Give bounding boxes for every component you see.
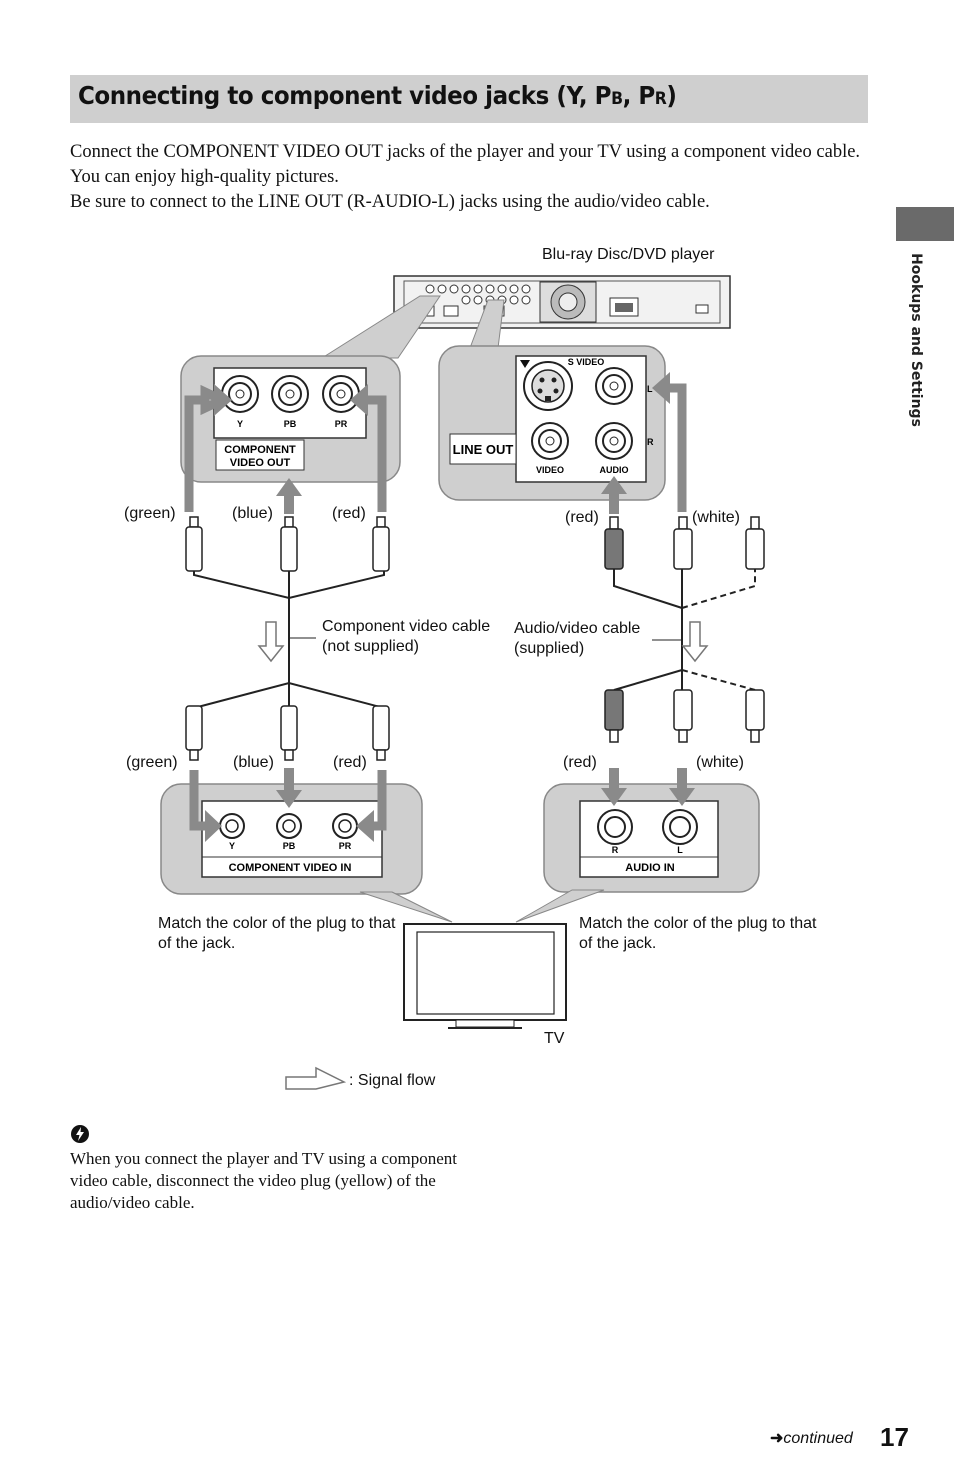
bluray-player xyxy=(393,275,731,329)
audio-in-panel: R L AUDIO IN xyxy=(515,783,760,923)
title-sub-b: B xyxy=(611,89,623,109)
line-l-label: L xyxy=(647,384,653,394)
top-label-blue: (blue) xyxy=(232,505,273,522)
page-number: 17 xyxy=(880,1422,909,1452)
bottom-label-av-red: (red) xyxy=(563,754,597,771)
component-cable xyxy=(193,571,385,709)
audio-in-l-label: L xyxy=(677,845,683,855)
in-jack-pr-label: PR xyxy=(339,841,352,851)
title-sep: , P xyxy=(622,81,656,110)
in-jack-y-label: Y xyxy=(229,841,235,851)
title-end: ) xyxy=(666,81,677,110)
out-jack-pb-label: PB xyxy=(284,419,297,429)
line-r-label: R xyxy=(647,437,654,447)
in-jack-pb-label: PB xyxy=(283,841,296,851)
top-label-av-red: (red) xyxy=(565,509,599,526)
component-in-caption: COMPONENT VIDEO IN xyxy=(229,862,352,874)
out-jack-pr-label: PR xyxy=(335,419,348,429)
bottom-label-green: (green) xyxy=(126,754,178,771)
hint-text: When you connect the player and TV using… xyxy=(70,1149,457,1212)
signal-flow-legend-arrow xyxy=(285,1066,347,1090)
tv-label: TV xyxy=(544,1030,565,1047)
signal-arrows-top xyxy=(184,372,687,514)
bottom-label-red: (red) xyxy=(333,754,367,771)
av-cable xyxy=(613,569,756,691)
video-jack-label: VIDEO xyxy=(536,465,564,475)
arrow-right-icon: ➜ xyxy=(770,1430,784,1447)
bottom-label-blue: (blue) xyxy=(233,754,274,771)
side-tab-marker xyxy=(896,207,954,241)
av-cable-bottom-plugs xyxy=(604,689,765,743)
intro-paragraph-1: Connect the COMPONENT VIDEO OUT jacks of… xyxy=(70,142,861,187)
continued-note: ➜continued xyxy=(770,1428,853,1448)
signal-flow-label: : Signal flow xyxy=(349,1072,436,1089)
audio-in-caption: AUDIO IN xyxy=(625,862,675,874)
bottom-label-av-white: (white) xyxy=(696,754,745,771)
component-flow-arrow xyxy=(257,621,285,663)
hint-icon xyxy=(71,1125,89,1143)
title-main: Connecting to component video jacks (Y, … xyxy=(78,81,612,110)
continued-text: continued xyxy=(783,1430,853,1447)
out-caption-1: COMPONENT xyxy=(224,444,296,456)
av-cable-top-plugs xyxy=(604,516,765,570)
audio-in-r-label: R xyxy=(612,845,619,855)
line-out-panel: S VIDEO L R VIDEO AUDIO LINE OUT xyxy=(438,299,666,501)
component-cable-bottom-plugs xyxy=(185,705,390,761)
line-out-label: LINE OUT xyxy=(453,442,514,457)
player-label: Blu-ray Disc/DVD player xyxy=(542,246,715,263)
section-heading-bar: Connecting to component video jacks (Y, … xyxy=(70,75,868,123)
top-label-red: (red) xyxy=(332,505,366,522)
signal-arrows-bottom xyxy=(189,768,695,842)
s-video-label: S VIDEO xyxy=(568,357,605,367)
av-flow-arrow xyxy=(681,621,709,663)
top-label-green: (green) xyxy=(124,505,176,522)
top-label-av-white: (white) xyxy=(692,509,741,526)
intro-text: Connect the COMPONENT VIDEO OUT jacks of… xyxy=(70,140,880,215)
component-cable-label: Component video cable (not supplied) xyxy=(322,618,491,655)
audio-jack-label: AUDIO xyxy=(600,465,629,475)
section-title: Connecting to component video jacks (Y, … xyxy=(78,81,677,110)
intro-paragraph-2: Be sure to connect to the LINE OUT (R-AU… xyxy=(70,192,710,212)
av-cable-label: Audio/video cable (supplied) xyxy=(514,620,641,657)
match-note-right: Match the color of the plug to that of t… xyxy=(579,915,817,952)
component-cable-top-plugs xyxy=(185,516,390,572)
match-note-left: Match the color of the plug to that of t… xyxy=(158,915,396,952)
title-sub-r: R xyxy=(654,89,667,109)
out-caption-2: VIDEO OUT xyxy=(230,457,291,469)
tv xyxy=(403,923,567,1029)
component-video-out-panel: Y PB PR COMPONENT VIDEO OUT xyxy=(180,295,441,483)
out-jack-y-label: Y xyxy=(237,419,243,429)
component-video-in-panel: Y PB PR COMPONENT VIDEO IN xyxy=(160,783,453,923)
